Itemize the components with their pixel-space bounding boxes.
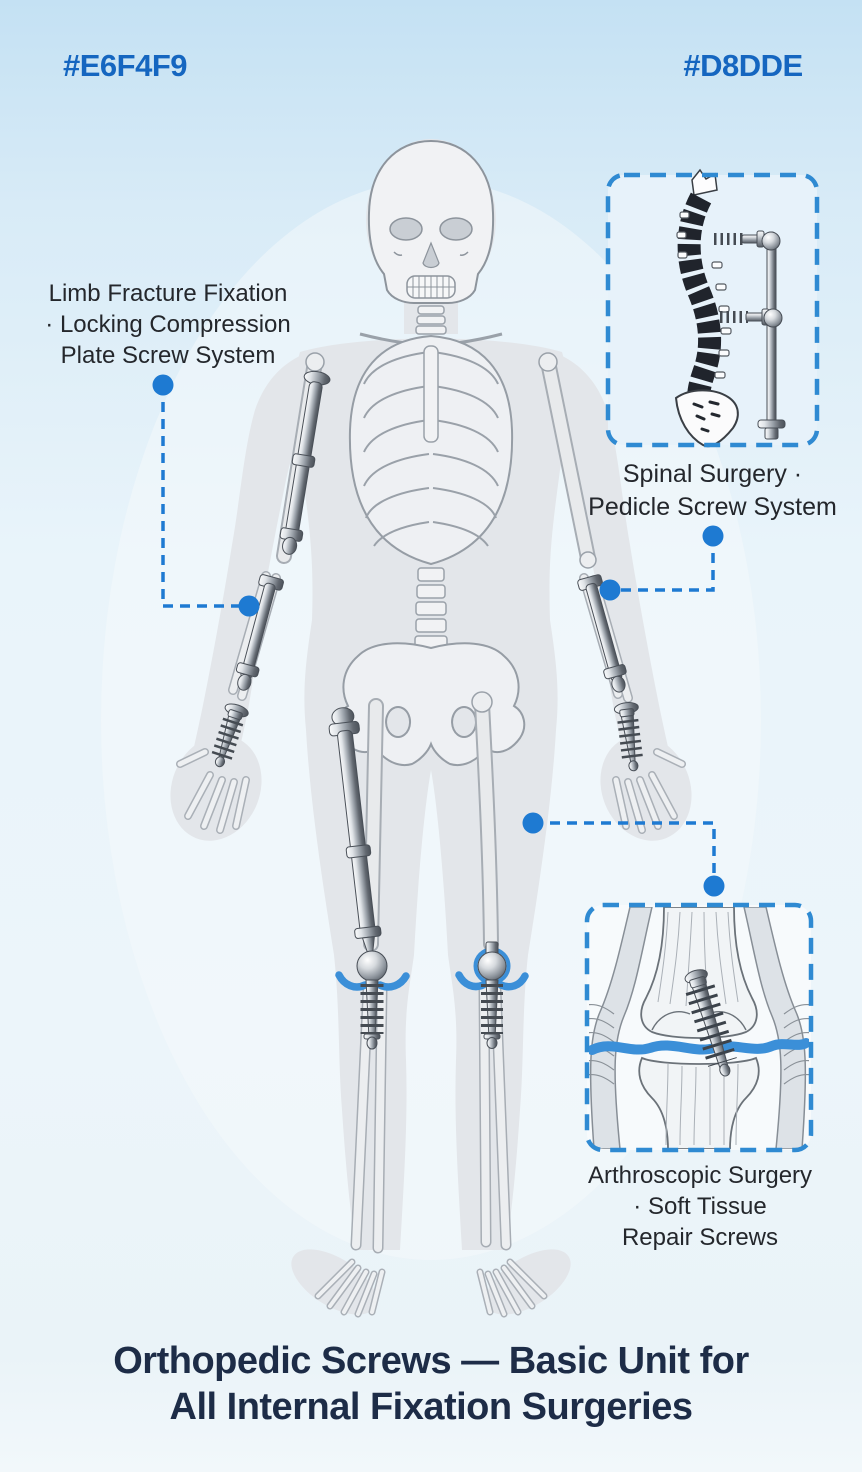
- spine-inset-frame: [605, 172, 820, 448]
- hand-bones: [176, 748, 686, 834]
- knee-inset-frame: [584, 902, 814, 1153]
- soft-tissue-screw: [684, 969, 737, 1077]
- knee-screw-illustration: [589, 907, 809, 1149]
- spinal-connector-line: [610, 536, 715, 592]
- connector-dot: [599, 579, 621, 601]
- callout-arthroscopic-surgery: Arthroscopic Surgery · Soft Tissue Repai…: [555, 1160, 845, 1253]
- connector-dot: [522, 812, 544, 834]
- bg-hex-label-right: #D8DDE: [683, 48, 803, 83]
- callout-line: · Locking Compression: [45, 311, 291, 338]
- callout-line: Plate Screw System: [60, 342, 276, 369]
- callout-line: Pedicle Screw System: [588, 493, 837, 521]
- connector-dot: [152, 374, 174, 396]
- connector-dot: [703, 875, 725, 897]
- callout-line: Spinal Surgery ·: [622, 460, 803, 488]
- connector-dot: [238, 595, 260, 617]
- poster-title: Orthopedic Screws — Basic Unit for All I…: [30, 1338, 832, 1430]
- arthro-connector-line: [533, 821, 716, 886]
- cervical-spine: [415, 305, 447, 335]
- skeleton-bones: [176, 139, 686, 1318]
- left-hand-screw-implant: [211, 703, 249, 768]
- callout-limb-fracture: Limb Fracture Fixation · Locking Compres…: [18, 278, 318, 371]
- callout-line: Repair Screws: [621, 1224, 779, 1251]
- connector-dots: [152, 374, 725, 897]
- callout-line: Limb Fracture Fixation: [48, 280, 288, 307]
- spine-inset: [605, 168, 820, 448]
- skull: [367, 139, 495, 304]
- leg-bones: [314, 691, 548, 1318]
- right-hand-screw-implant: [613, 702, 644, 772]
- spine-pedicle-screw-illustration: [674, 168, 786, 448]
- knee-inset: [584, 902, 814, 1153]
- callout-connectors: [161, 385, 716, 886]
- left-forearm-rod-implant: [235, 574, 284, 691]
- connector-dot: [702, 525, 724, 547]
- left-knee-screw-implant: [335, 950, 410, 1050]
- title-line: Orthopedic Screws — Basic Unit for: [113, 1340, 749, 1382]
- bg-hex-label-left: #E6F4F9: [62, 48, 188, 83]
- ribcage: [348, 334, 514, 566]
- femur-rod-implant: [328, 707, 382, 956]
- limb-connector-line: [161, 385, 249, 608]
- title-line: All Internal Fixation Surgeries: [169, 1386, 693, 1428]
- humerus-rod-implant: [279, 370, 331, 555]
- right-knee-screw-implant: [455, 941, 529, 1049]
- callout-line: · Soft Tissue: [633, 1193, 767, 1220]
- lumbar-spine: [414, 567, 448, 650]
- callout-line: Arthroscopic Surgery: [587, 1162, 813, 1189]
- callout-spinal-surgery: Spinal Surgery · Pedicle Screw System: [570, 458, 855, 524]
- right-forearm-rod-implant: [577, 574, 627, 693]
